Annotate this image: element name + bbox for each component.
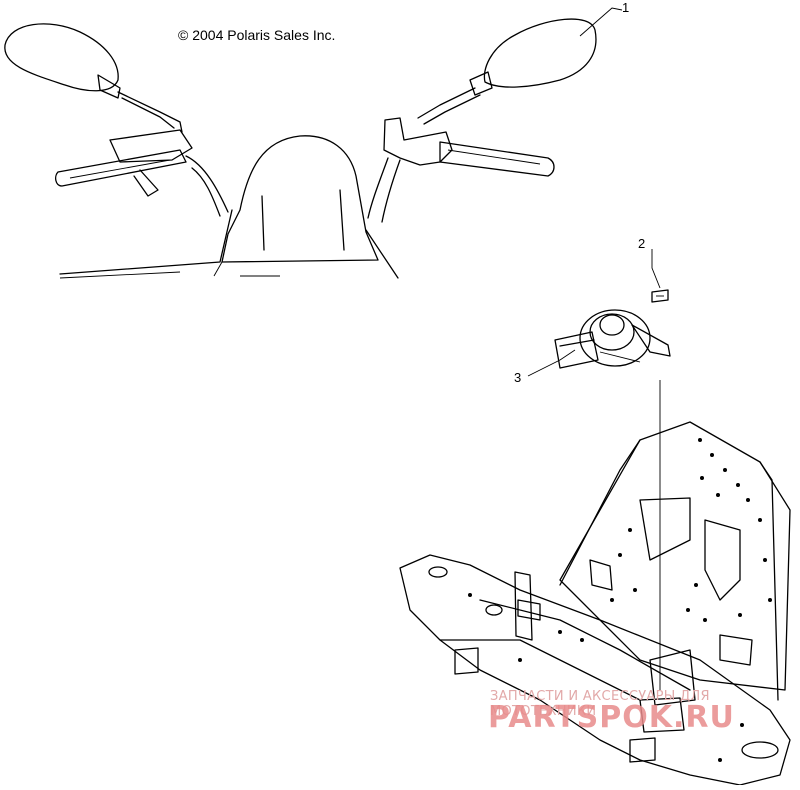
leader-line-2 (651, 249, 661, 289)
leader-line-1 (579, 7, 623, 37)
callout-1: 1 (622, 0, 630, 15)
handlebar-assembly (4, 18, 597, 279)
left-mirror (4, 23, 119, 92)
watermark-brand: PARTSPOK.RU (488, 700, 735, 735)
screw-part (651, 289, 669, 303)
horn-assembly (554, 309, 671, 369)
right-mirror (483, 18, 597, 88)
left-grip (55, 149, 187, 187)
callout-3: 3 (514, 370, 522, 385)
watermark-subtitle: ЗАПЧАСТИ И АКСЕССУАРЫ ДЛЯ МОТОТЕХНИКИ (490, 689, 710, 719)
leader-line-3 (527, 349, 576, 377)
frame-plate (559, 421, 791, 691)
callout-2: 2 (638, 236, 646, 251)
frame-rail (399, 554, 791, 786)
fairing (221, 135, 379, 263)
copyright-notice: © 2004 Polaris Sales Inc. (178, 27, 336, 43)
handlebar (185, 155, 229, 213)
right-grip (439, 141, 555, 177)
frame-assembly (399, 421, 791, 786)
